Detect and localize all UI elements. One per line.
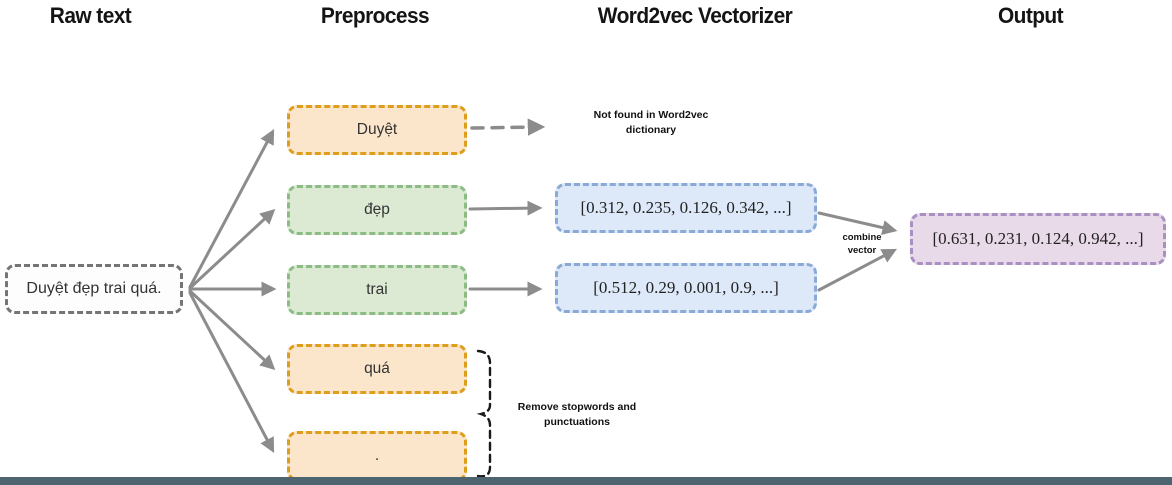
token-label: đẹp [364,201,390,218]
token-box-period: . [287,431,467,481]
header-vectorizer: Word2vec Vectorizer [597,3,793,28]
vector-values: [0.312, 0.235, 0.126, 0.342, ...] [580,198,792,217]
stopwords-bracket [476,349,492,478]
note-not-found: Not found in Word2vec dictionary [593,109,709,136]
header-preprocess: Preprocess [320,3,430,28]
bottom-edge-bar [0,477,1172,485]
vector-box-trai: [0.512, 0.29, 0.001, 0.9, ...] [555,263,817,313]
arrow-dep-to-vector1 [468,200,543,216]
vector-values: [0.512, 0.29, 0.001, 0.9, ...] [593,278,779,297]
output-vector-box: [0.631, 0.231, 0.124, 0.942, ...] [910,213,1166,265]
note-combine-vector: combine vector [842,232,882,257]
arrow-raw-to-duyet [188,129,275,289]
arrow-vector1-to-output [817,211,898,235]
header-output: Output [997,3,1064,28]
arrow-raw-to-qua [188,289,276,371]
token-box-trai: trai [287,265,467,315]
token-label: quá [364,360,390,377]
arrow-raw-to-dep [188,208,276,290]
output-values: [0.631, 0.231, 0.124, 0.942, ...] [932,229,1144,248]
token-box-qua: quá [287,344,467,394]
token-label: trai [366,281,388,298]
vector-box-dep: [0.312, 0.235, 0.126, 0.342, ...] [555,183,817,233]
token-label: Duyệt [356,121,398,138]
token-box-duyet: Duyệt [287,105,467,155]
arrow-duyet-to-notfound-dashed [470,118,546,136]
token-box-dep: đẹp [287,185,467,235]
raw-text-box: Duyệt đẹp trai quá. [5,264,183,314]
token-label: . [374,447,380,464]
note-remove-stopwords: Remove stopwords and punctuations [517,401,637,428]
raw-text-label: Duyệt đẹp trai quá. [26,280,162,297]
header-raw-text: Raw text [49,3,132,28]
arrow-raw-to-dot [188,291,275,453]
